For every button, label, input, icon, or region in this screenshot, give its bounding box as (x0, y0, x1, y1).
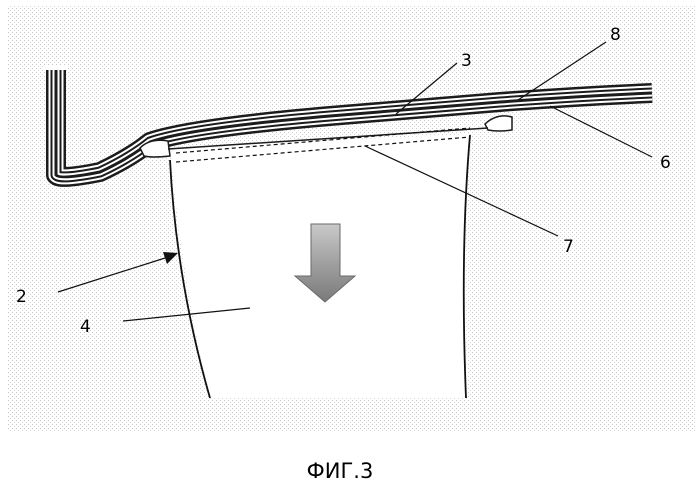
label-2: 2 (16, 287, 27, 307)
label-7: 7 (563, 237, 574, 257)
casing-vertical-bg (44, 66, 68, 70)
label-6: 6 (660, 153, 671, 173)
label-3: 3 (461, 51, 472, 71)
label-4: 4 (80, 317, 91, 337)
label-8: 8 (610, 25, 621, 45)
figure-caption: ФИГ.3 (307, 459, 374, 483)
